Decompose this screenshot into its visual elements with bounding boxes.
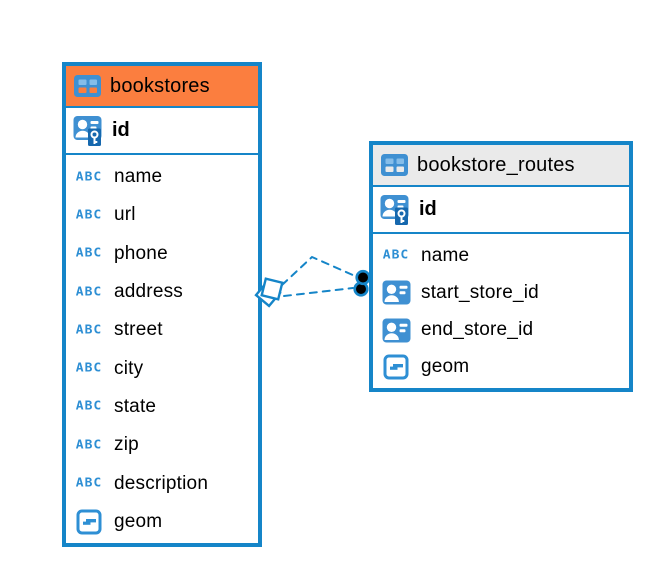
column-list: ABC name ABC url ABC phone ABC address A… bbox=[66, 155, 258, 543]
table-bookstore-routes[interactable]: bookstore_routes id ABC bbox=[369, 141, 633, 392]
table-icon bbox=[74, 75, 101, 97]
column-name: phone bbox=[114, 242, 168, 264]
column-name: description bbox=[114, 472, 209, 494]
text-type-icon: ABC bbox=[75, 285, 103, 299]
column-row-id[interactable]: id bbox=[66, 108, 258, 155]
column-name: end_store_id bbox=[421, 319, 534, 341]
column-name: city bbox=[114, 357, 144, 379]
foreign-key-icon bbox=[378, 280, 414, 305]
column-row-url[interactable]: ABC url bbox=[66, 196, 258, 234]
column-name: street bbox=[114, 319, 163, 341]
text-type-icon: ABC bbox=[75, 361, 103, 376]
table-header-bookstores[interactable]: bookstores bbox=[66, 66, 258, 108]
column-name: state bbox=[114, 395, 157, 417]
table-title: bookstore_routes bbox=[417, 153, 575, 176]
column-name: zip bbox=[114, 434, 139, 456]
column-row-city[interactable]: ABC city bbox=[66, 349, 258, 387]
table-icon bbox=[381, 154, 408, 176]
column-row-start-store-id[interactable]: start_store_id bbox=[373, 274, 629, 311]
column-row-name[interactable]: ABC name bbox=[373, 237, 629, 274]
text-type-icon: ABC bbox=[75, 476, 103, 491]
column-row-name[interactable]: ABC name bbox=[66, 158, 258, 196]
primary-key-icon bbox=[73, 115, 104, 147]
column-name: name bbox=[421, 244, 470, 266]
relationship-endpoint-dots[interactable] bbox=[353, 269, 371, 297]
column-row-geom[interactable]: geom bbox=[66, 503, 258, 541]
text-type-icon: ABC bbox=[75, 170, 103, 185]
relationship-line-upper[interactable] bbox=[281, 255, 356, 286]
foreign-key-icon bbox=[378, 318, 414, 343]
column-row-zip[interactable]: ABC zip bbox=[66, 426, 258, 464]
table-title: bookstores bbox=[110, 74, 210, 97]
column-row-address[interactable]: ABC address bbox=[66, 273, 258, 311]
table-header-bookstore-routes[interactable]: bookstore_routes bbox=[373, 145, 629, 187]
column-row-description[interactable]: ABC description bbox=[66, 464, 258, 502]
column-name: address bbox=[114, 281, 183, 303]
column-row-phone[interactable]: ABC phone bbox=[66, 235, 258, 273]
column-row-state[interactable]: ABC state bbox=[66, 388, 258, 426]
text-type-icon: ABC bbox=[382, 248, 410, 263]
geometry-type-icon bbox=[71, 509, 107, 535]
column-name: url bbox=[114, 204, 136, 226]
column-row-end-store-id[interactable]: end_store_id bbox=[373, 312, 629, 349]
text-type-icon: ABC bbox=[75, 438, 103, 453]
column-name: id bbox=[419, 198, 437, 220]
column-row-geom[interactable]: geom bbox=[373, 349, 629, 386]
primary-key-icon bbox=[380, 194, 411, 226]
column-name: id bbox=[112, 119, 130, 141]
column-list: ABC name start_store_id bbox=[373, 234, 629, 388]
column-name: geom bbox=[421, 356, 470, 378]
column-name: name bbox=[114, 166, 163, 188]
column-row-id[interactable]: id bbox=[373, 187, 629, 234]
text-type-icon: ABC bbox=[75, 208, 103, 223]
relationship-line-lower[interactable] bbox=[283, 287, 354, 297]
column-name: geom bbox=[114, 510, 163, 532]
column-row-street[interactable]: ABC street bbox=[66, 311, 258, 349]
text-type-icon: ABC bbox=[75, 323, 103, 338]
column-name: start_store_id bbox=[421, 281, 539, 303]
geometry-type-icon bbox=[378, 354, 414, 380]
table-bookstores[interactable]: bookstores id ABC bbox=[62, 62, 262, 547]
text-type-icon: ABC bbox=[75, 246, 103, 261]
text-type-icon: ABC bbox=[75, 400, 103, 414]
